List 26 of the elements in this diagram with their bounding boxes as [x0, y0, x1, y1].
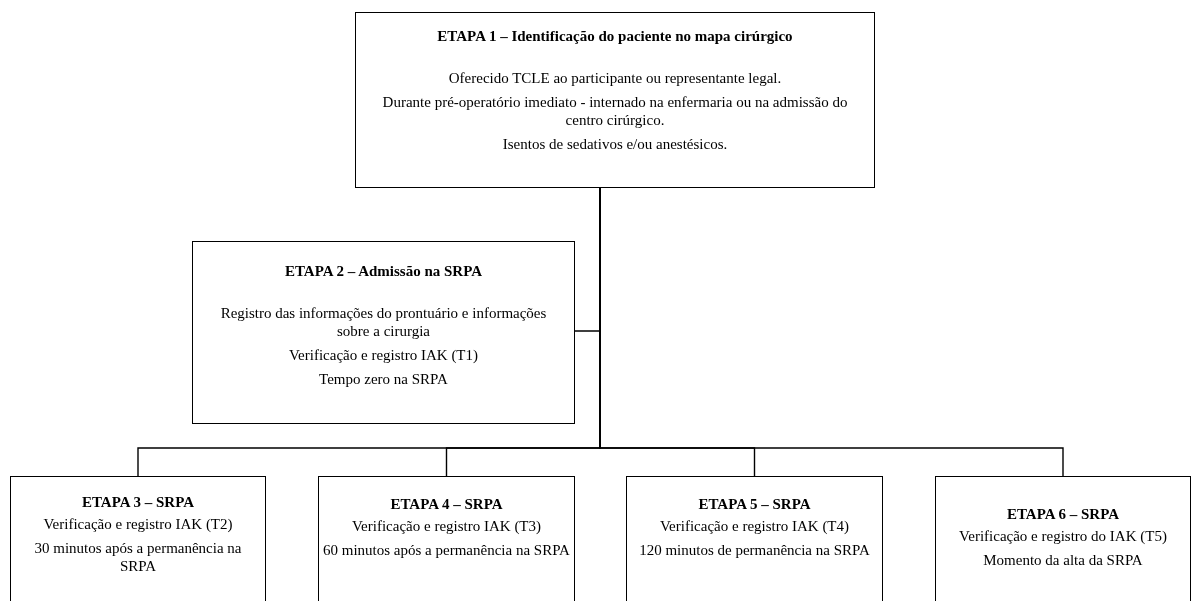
step-text: 30 minutos após a permanência na SRPA — [33, 539, 243, 575]
step-text: Durante pré-operatório imediato - internado na enfermaria ou na admissão do centro cirúrgico. — [381, 93, 849, 129]
process-box — [318, 476, 575, 601]
step-text: Isentos de sedativos e/ou anestésicos. — [502, 135, 728, 153]
step-text: Verificação e registro IAK (T1) — [288, 346, 479, 364]
step-text: Verificação e registro do IAK (T5) — [959, 527, 1167, 545]
process-box — [626, 476, 883, 601]
step-text: Tempo zero na SRPA — [319, 370, 448, 388]
process-box — [935, 476, 1191, 601]
step-text: 60 minutos após a permanência na SRPA — [323, 541, 570, 559]
process-box — [10, 476, 266, 601]
step-heading: ETAPA 5 – SRPA — [698, 495, 811, 513]
step-heading: ETAPA 6 – SRPA — [1006, 505, 1120, 523]
process-box — [355, 12, 875, 188]
step-text: Registro das informações do prontuário e informações sobre a cirurgia — [219, 304, 548, 340]
step-heading: ETAPA 3 – SRPA — [81, 493, 195, 511]
step-text: Momento da alta da SRPA — [983, 551, 1143, 569]
step-text: Verificação e registro IAK (T2) — [43, 515, 233, 533]
step-heading: ETAPA 1 – Identificação do paciente no mapa cirúrgico — [437, 27, 793, 45]
step-text: Verificação e registro IAK (T4) — [659, 517, 850, 535]
step-heading: ETAPA 2 – Admissão na SRPA — [284, 262, 483, 280]
step-heading: ETAPA 4 – SRPA — [390, 495, 503, 513]
step-text: Oferecido TCLE ao participante ou representante legal. — [448, 69, 782, 87]
step-text: Verificação e registro IAK (T3) — [351, 517, 542, 535]
step-text: 120 minutos de permanência na SRPA — [639, 541, 870, 559]
process-box — [192, 241, 575, 424]
